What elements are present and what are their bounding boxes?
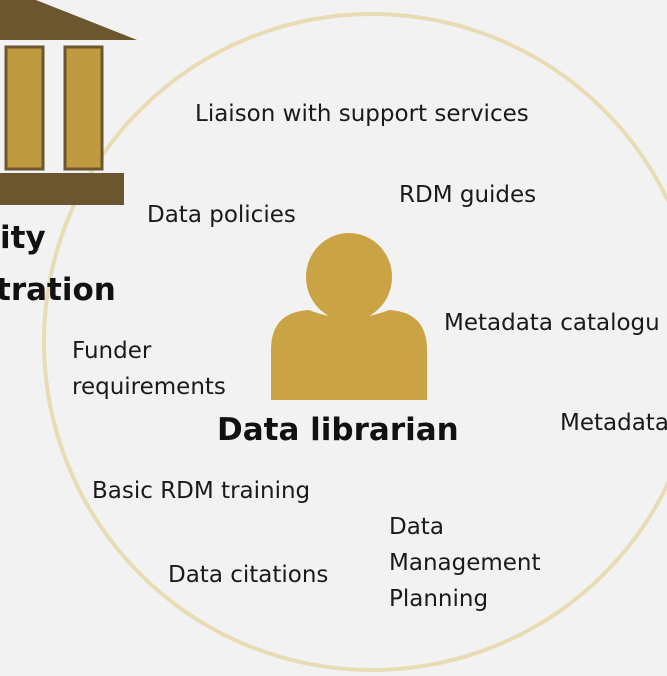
building-base <box>0 173 124 205</box>
service-metadata: Metadata <box>560 410 667 436</box>
service-liaison: Liaison with support services <box>195 101 529 127</box>
person-head <box>306 233 392 321</box>
administration-label-line2: tration <box>0 272 116 308</box>
service-data-management-planning: Data Management Planning <box>389 514 541 612</box>
university-building-icon <box>0 0 137 205</box>
service-funder-requirements: Funder requirements <box>72 338 226 400</box>
building-column-left <box>4 45 45 171</box>
data-librarian-title: Data librarian <box>217 412 459 448</box>
administration-label-line1: ity <box>0 220 46 256</box>
person-body <box>271 310 427 400</box>
building-column-right <box>63 45 104 171</box>
building-roof <box>0 0 137 40</box>
scope-circle <box>42 12 667 672</box>
service-data-citations: Data citations <box>168 562 329 588</box>
service-basic-rdm-training: Basic RDM training <box>92 478 311 504</box>
person-icon <box>271 233 427 400</box>
service-rdm-guides: RDM guides <box>399 182 537 208</box>
service-data-policies: Data policies <box>147 202 296 228</box>
service-metadata-catalogue: Metadata catalogu <box>444 310 660 336</box>
